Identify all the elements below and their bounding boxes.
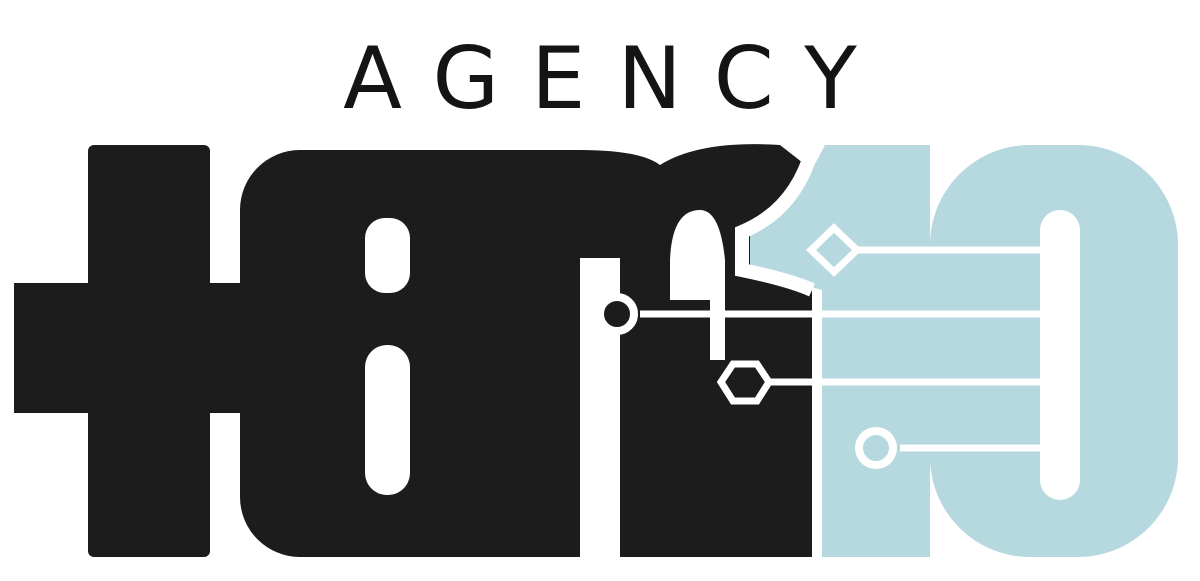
letter-t-crossbar (14, 283, 259, 413)
circuit-node-circle-icon (596, 293, 638, 335)
digit-zero-shape (930, 145, 1178, 557)
circuit-node-diamond-icon (805, 223, 863, 277)
letter-t-shape (14, 145, 259, 557)
circuit-node-hexagon-icon (716, 360, 774, 405)
circuit-node-circle-icon (855, 427, 897, 469)
agency-heading: AGENCY (343, 29, 889, 129)
letter-n-shape (500, 144, 812, 557)
circuit-traces (640, 246, 1048, 452)
